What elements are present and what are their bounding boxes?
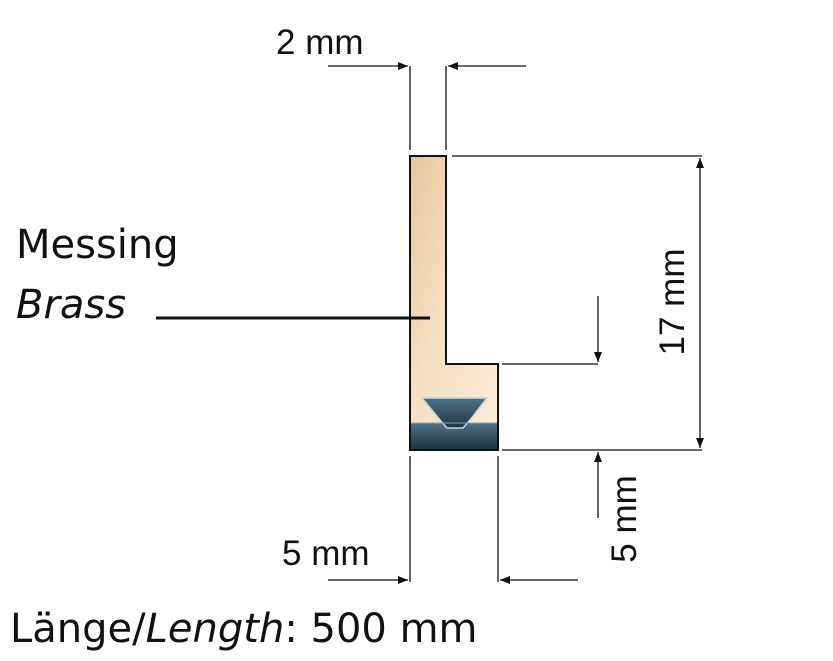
dim-label-top-width: 2 mm bbox=[276, 23, 364, 62]
dimension-arrows bbox=[328, 62, 704, 584]
length-label-german: Länge bbox=[10, 606, 132, 652]
length-value: 500 mm bbox=[298, 606, 478, 652]
material-label-german: Messing bbox=[16, 222, 179, 268]
length-separator: / bbox=[132, 606, 146, 652]
extension-lines bbox=[409, 66, 702, 582]
length-colon: : bbox=[284, 606, 297, 652]
material-label-english: Brass bbox=[16, 282, 126, 328]
length-label-english: Length bbox=[146, 606, 285, 652]
dim-label-bottom-height: 5 mm bbox=[605, 475, 644, 563]
dim-label-bottom-width: 5 mm bbox=[282, 534, 370, 573]
dim-label-total-height: 17 mm bbox=[653, 249, 692, 356]
brass-profile bbox=[409, 155, 499, 451]
seal-insert bbox=[411, 397, 497, 449]
length-caption: Länge/Length: 500 mm bbox=[10, 606, 478, 652]
